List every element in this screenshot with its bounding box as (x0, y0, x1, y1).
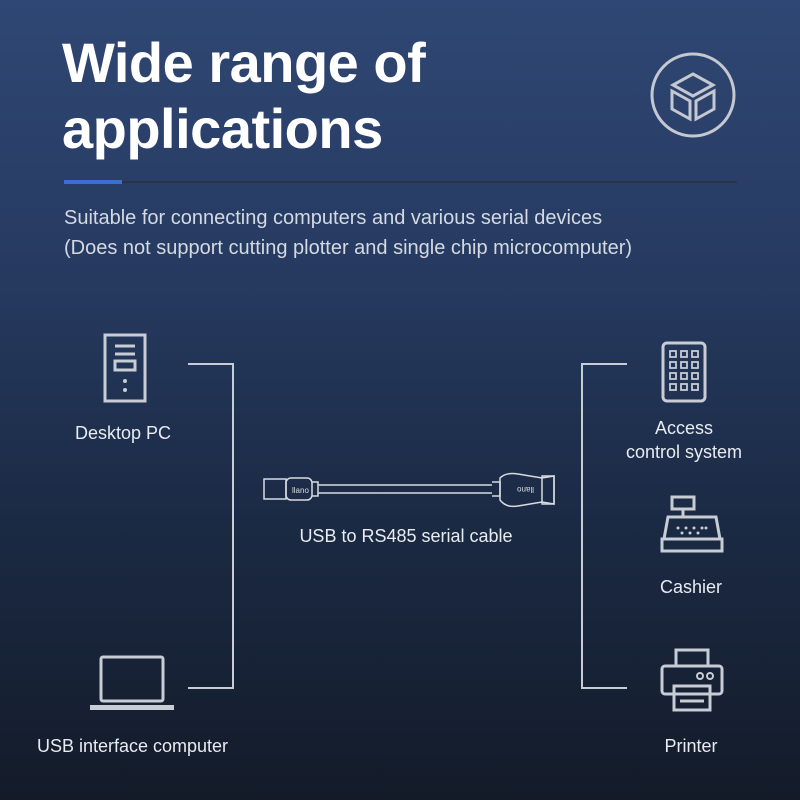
subtitle-note: (Does not support cutting plotter and si… (64, 237, 633, 259)
usb-computer-label: USB interface computer (36, 736, 229, 756)
cable-label: USB to RS485 serial cable (299, 526, 513, 546)
printer-icon (660, 648, 724, 712)
cube-icon (650, 52, 736, 138)
desktop-tower-icon (103, 333, 147, 403)
keypad-icon (661, 341, 707, 403)
subtitle: Suitable for connecting computers and va… (64, 207, 603, 229)
connector-line (188, 363, 234, 365)
connector-line (188, 687, 234, 689)
cable-logo: llano (292, 486, 309, 495)
printer-label: Printer (664, 736, 718, 756)
connector-line (232, 363, 234, 689)
connector-line (581, 687, 627, 689)
divider-accent (64, 180, 122, 184)
cash-register-icon (660, 495, 724, 553)
connector-line (581, 363, 583, 689)
usb-serial-cable-image: llano llano (263, 472, 555, 508)
desktop-pc-label: Desktop PC (74, 423, 172, 443)
cashier-label: Cashier (659, 577, 723, 597)
laptop-icon (90, 655, 174, 710)
connector-logo: llano (517, 485, 534, 494)
divider (64, 181, 737, 183)
connector-line (581, 363, 627, 365)
